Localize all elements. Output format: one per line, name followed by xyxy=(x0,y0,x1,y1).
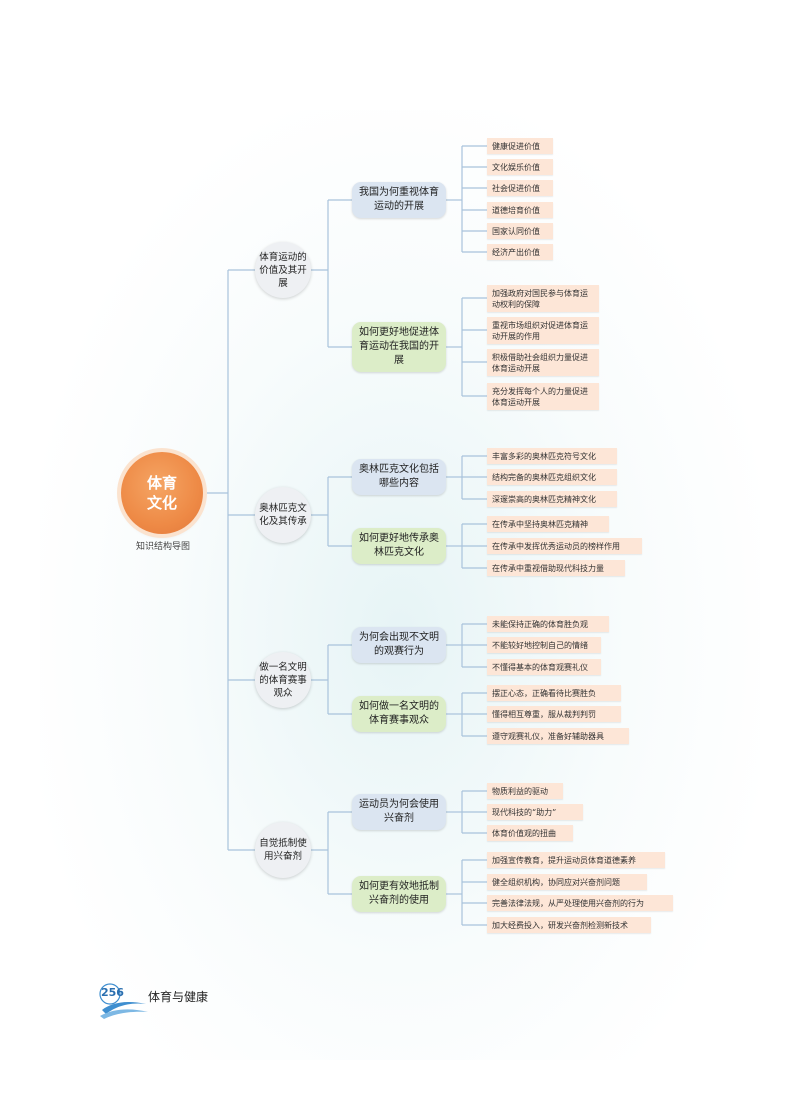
leaf-node: 丰富多彩的奥林匹克符号文化 xyxy=(487,448,617,464)
sub-node: 我国为何重视体育运动的开展 xyxy=(352,182,446,218)
leaf-node: 加强政府对国民参与体育运动权利的保障 xyxy=(487,285,599,312)
leaf-node: 不能较好地控制自己的情绪 xyxy=(487,637,601,653)
sub-node: 如何更好地传承奥林匹克文化 xyxy=(352,528,446,564)
leaf-node: 未能保持正确的体育胜负观 xyxy=(487,616,609,632)
leaf-node: 加强宣传教育，提升运动员体育道德素养 xyxy=(487,852,665,868)
leaf-node: 文化娱乐价值 xyxy=(487,159,553,175)
sub-node: 如何做一名文明的体育赛事观众 xyxy=(352,696,446,732)
leaf-node: 结构完备的奥林匹克组织文化 xyxy=(487,469,617,485)
sub-node: 为何会出现不文明的观赛行为 xyxy=(352,627,446,663)
leaf-node: 现代科技的“助力” xyxy=(487,804,583,820)
topic-node-doping: 自觉抵制使用兴奋剂 xyxy=(255,822,311,878)
topic-label: 做一名文明的体育赛事观众 xyxy=(259,661,307,699)
diagram-caption: 知识结构导图 xyxy=(135,542,190,552)
topic-node-olympic: 奥林匹克文化及其传承 xyxy=(255,487,311,543)
sub-node: 运动员为何会使用兴奋剂 xyxy=(352,794,446,830)
topic-label: 体育运动的价值及其开展 xyxy=(259,251,307,289)
leaf-node: 积极借助社会组织力量促进体育运动开展 xyxy=(487,349,599,376)
leaf-node: 深邃崇高的奥林匹克精神文化 xyxy=(487,491,617,507)
leaf-node: 健全组织机构，协同应对兴奋剂问题 xyxy=(487,874,647,890)
leaf-node: 物质利益的驱动 xyxy=(487,783,563,799)
leaf-node: 国家认同价值 xyxy=(487,223,553,239)
topic-label: 奥林匹克文化及其传承 xyxy=(259,503,307,527)
leaf-node: 懂得相互尊重，服从裁判判罚 xyxy=(487,706,621,722)
leaf-node: 在传承中重视借助现代科技力量 xyxy=(487,560,625,576)
leaf-node: 遵守观赛礼仪，准备好辅助器具 xyxy=(487,728,629,744)
page-number: 256 xyxy=(101,986,124,999)
leaf-node: 体育价值观的扭曲 xyxy=(487,825,573,841)
topic-node-spectator: 做一名文明的体育赛事观众 xyxy=(255,652,311,708)
leaf-node: 充分发挥每个人的力量促进体育运动开展 xyxy=(487,383,599,410)
root-line-1: 体育 xyxy=(146,474,177,492)
leaf-node: 道德培育价值 xyxy=(487,202,553,218)
topic-node-value: 体育运动的价值及其开展 xyxy=(255,242,311,298)
sub-node: 如何更好地促进体育运动在我国的开展 xyxy=(352,322,446,372)
topic-label: 自觉抵制使用兴奋剂 xyxy=(259,838,307,862)
leaf-node: 重视市场组织对促进体育运动开展的作用 xyxy=(487,317,599,344)
leaf-node: 加大经费投入，研发兴奋剂检测新技术 xyxy=(487,917,651,933)
leaf-node: 完善法律法规，从严处理使用兴奋剂的行为 xyxy=(487,895,673,911)
leaf-node: 不懂得基本的体育观赛礼仪 xyxy=(487,659,601,675)
leaf-node: 在传承中发挥优秀运动员的榜样作用 xyxy=(487,538,642,554)
sub-node: 奥林匹克文化包括哪些内容 xyxy=(352,459,446,495)
root-node: 体育 文化 xyxy=(121,452,203,534)
runner-logo-icon xyxy=(99,983,148,1019)
leaf-node: 社会促进价值 xyxy=(487,180,553,196)
leaf-node: 健康促进价值 xyxy=(487,138,553,154)
leaf-node: 在传承中坚持奥林匹克精神 xyxy=(487,516,609,532)
leaf-node: 摆正心态，正确看待比赛胜负 xyxy=(487,685,621,701)
leaf-node: 经济产出价值 xyxy=(487,244,553,260)
sub-node: 如何更有效地抵制兴奋剂的使用 xyxy=(352,876,446,912)
root-line-2: 文化 xyxy=(146,494,177,512)
book-title: 体育与健康 xyxy=(148,990,209,1004)
